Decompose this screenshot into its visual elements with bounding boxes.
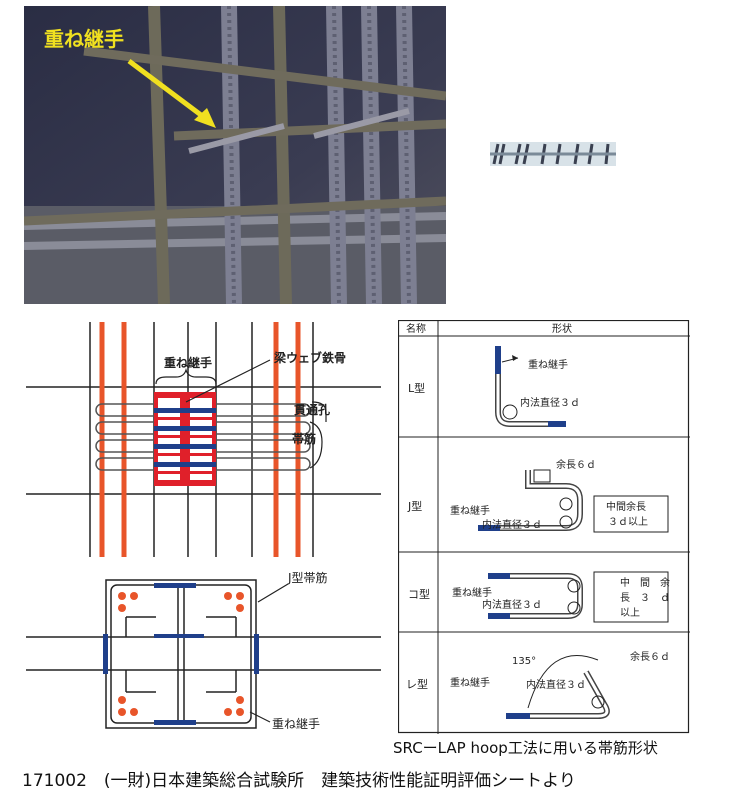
row-l-lap-label: 重ね継手 [528, 358, 568, 371]
plan-hoop-label: 帯筋 [292, 431, 316, 446]
plan-hole-label: 貫通孔 [294, 402, 330, 417]
row-name-j: J型 [407, 499, 422, 513]
row-name-l: L型 [408, 381, 425, 395]
photo-label: 重ね継手 [44, 27, 124, 51]
row-j-extra-label: 余長６ｄ [556, 458, 596, 471]
hoop-shape-table: 名称 形状 L型 重ね継手 内法直径３ｄ J型 余長６ｄ 重ね継手 内法直径３ｄ… [397, 319, 690, 734]
source-caption: 171002 (一財)日本建築総合試験所 建築技術性能証明評価シートより [22, 771, 576, 791]
row-ko-lap-label: 重ね継手 [452, 586, 492, 599]
rebar-photo: 重ね継手 [23, 5, 447, 305]
rebar-thumbnail [490, 142, 616, 166]
row-re-dia-label: 内法直径３ｄ [526, 678, 586, 691]
lap-joint-plan-diagram: 重ね継手 梁ウェブ鉄骨 貫通孔 帯筋 [26, 322, 381, 557]
row-ko-mid-label-2: 長 ３ ｄ [620, 592, 670, 604]
section-jhoop-label: J型帯筋 [287, 570, 328, 585]
plan-lap-label: 重ね継手 [164, 355, 212, 370]
row-ko-mid-label-1: 中 間 余 [620, 576, 670, 589]
row-re-lap-label: 重ね継手 [450, 676, 490, 689]
table-header-name: 名称 [406, 322, 426, 335]
row-j-mid-label-1: 中間余長 [606, 500, 646, 513]
table-header-shape: 形状 [552, 322, 572, 335]
row-j-mid-label-2: ３ｄ以上 [608, 516, 648, 528]
row-l-dia-label: 内法直径３ｄ [520, 396, 580, 409]
row-name-ko: コ型 [408, 587, 430, 601]
row-j-lap-label: 重ね継手 [450, 504, 490, 517]
row-re-extra-label: 余長６ｄ [630, 650, 670, 663]
row-j-dia-label: 内法直径３ｄ [482, 518, 542, 531]
row-re-angle-label: 135° [512, 656, 536, 667]
column-section-diagram: J型帯筋 重ね継手 [26, 562, 381, 742]
plan-web-label: 梁ウェブ鉄骨 [273, 350, 346, 365]
table-caption: SRCーLAP hoop工法に用いる帯筋形状 [393, 739, 658, 757]
row-ko-mid-label-3: 以上 [620, 607, 640, 619]
row-ko-dia-label: 内法直径３ｄ [482, 598, 542, 611]
row-name-re: レ型 [406, 677, 428, 691]
section-lap-label: 重ね継手 [272, 716, 320, 731]
